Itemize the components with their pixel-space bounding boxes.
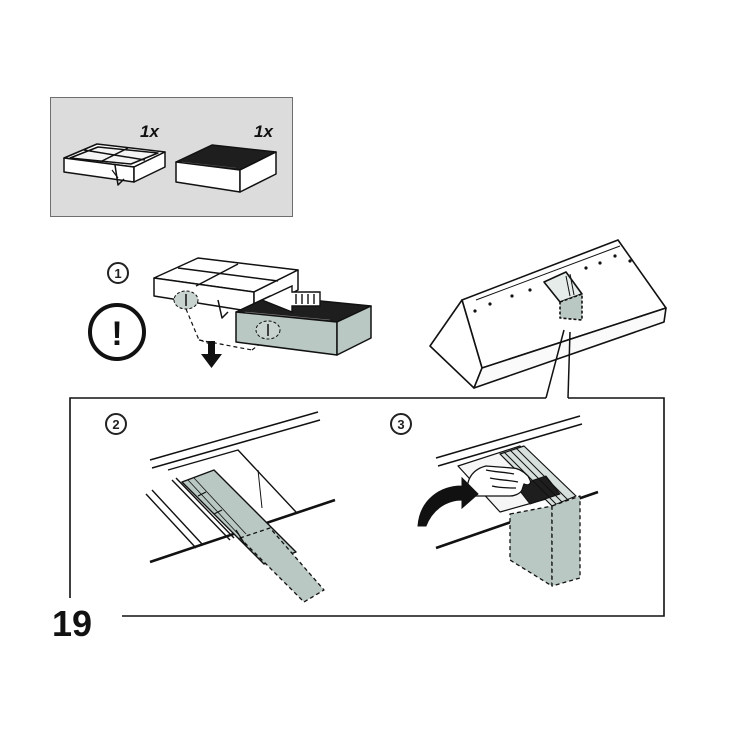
warning-symbol: ! — [111, 315, 122, 353]
frame-quantity: 1x — [140, 122, 159, 141]
filter-frame-icon — [63, 143, 166, 186]
callout-line-left — [545, 329, 565, 399]
step3-drawing — [435, 415, 599, 587]
curved-arrow-icon — [417, 476, 479, 527]
step-2-number: 2 — [105, 413, 127, 435]
insert-arrow-icon — [260, 284, 321, 314]
down-arrow-icon — [201, 341, 222, 368]
frame-assembly-step1 — [153, 257, 299, 319]
step2-drawing — [145, 411, 336, 603]
page-number: 19 — [52, 603, 93, 644]
carbon-filter-icon — [175, 144, 277, 193]
hood-icon — [429, 239, 667, 389]
detail-box — [69, 397, 665, 617]
filter-quantity: 1x — [254, 122, 273, 141]
hand-icon — [467, 465, 532, 497]
warning-icon: ! — [88, 303, 146, 361]
step-1-number: 1 — [107, 262, 129, 284]
callout-line-right — [567, 331, 571, 399]
step-3-number: 3 — [390, 413, 412, 435]
